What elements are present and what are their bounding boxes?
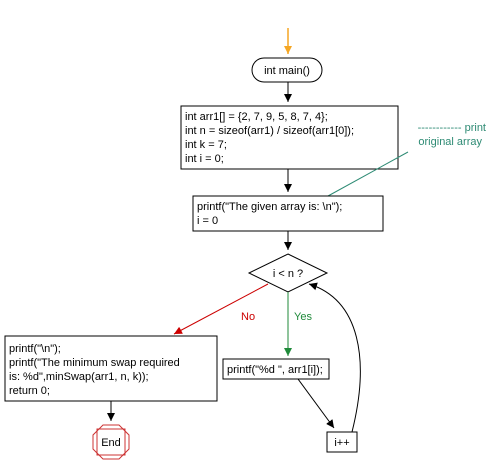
- loop-print-label: printf("%d ", arr1[i]);: [227, 364, 323, 376]
- comment-note: ------------ print original array: [327, 122, 486, 197]
- end-node: End: [92, 424, 130, 460]
- end-print-line-1: printf("\n");: [9, 343, 61, 355]
- print-line-1: printf("The given array is: \n");: [197, 201, 342, 213]
- arrow-print-to-increment: [297, 378, 335, 429]
- end-label: End: [101, 437, 121, 449]
- no-arrow: [173, 283, 269, 335]
- start-label: int main(): [264, 65, 310, 77]
- no-label: No: [241, 311, 255, 323]
- start-node: int main(): [251, 57, 323, 83]
- print-block: printf("The given array is: \n"); i = 0: [192, 195, 384, 232]
- increment-label: i++: [334, 437, 349, 449]
- init-line-3: int k = 7;: [185, 139, 227, 151]
- decision-node: i < n ?: [247, 253, 329, 293]
- init-line-1: int arr1[] = {2, 7, 9, 5, 8, 7, 4};: [185, 111, 328, 123]
- end-print-line-3: is: %d",minSwap(arr1, n, k));: [9, 371, 149, 383]
- comment-line-1: ------------ print: [418, 122, 486, 134]
- loop-print-block: printf("%d ", arr1[i]);: [222, 358, 330, 380]
- end-print-block: printf("\n"); printf("The minimum swap r…: [4, 335, 218, 402]
- init-line-2: int n = sizeof(arr1) / sizeof(arr1[0]);: [185, 125, 354, 137]
- yes-label: Yes: [294, 311, 312, 323]
- init-block: int arr1[] = {2, 7, 9, 5, 8, 7, 4}; int …: [180, 105, 399, 170]
- comment-connector: [327, 151, 409, 197]
- end-print-line-2: printf("The minimum swap required: [9, 357, 180, 369]
- comment-line-2: original array: [418, 136, 482, 148]
- loop-back-arrow: [308, 282, 361, 433]
- print-line-2: i = 0: [197, 215, 218, 227]
- end-print-line-4: return 0;: [9, 385, 50, 397]
- increment-block: i++: [326, 431, 358, 453]
- decision-label: i < n ?: [273, 268, 303, 280]
- init-line-4: int i = 0;: [185, 153, 224, 165]
